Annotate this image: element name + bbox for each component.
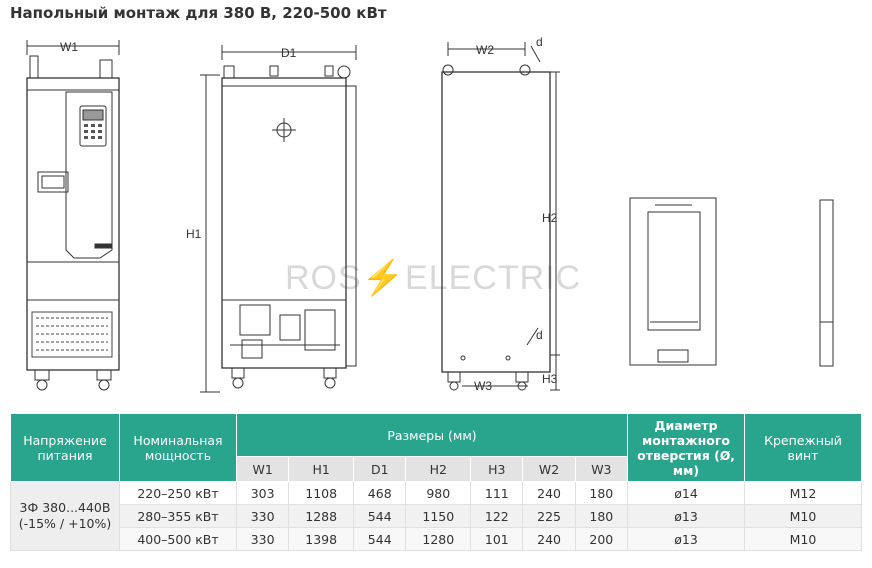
sub-header: H1: [288, 456, 355, 482]
dim-h1: H1: [186, 227, 202, 241]
table-cell: 225: [522, 504, 576, 528]
header-diameter: Диаметр монтажного отверстия (Ø, мм): [627, 413, 745, 482]
technical-drawings: W1 D1 H1 W2 d H2 d H3 W3: [26, 35, 834, 393]
header-supply: Напряжение питания: [10, 413, 120, 482]
table-row: 3Ф 380...440В(-15% / +10%) 220–250 кВт 3…: [10, 481, 862, 551]
page-title: Напольный монтаж для 380 В, 220-500 кВт: [10, 4, 387, 22]
table-cell: 200: [574, 527, 629, 551]
table-cell: 468: [353, 481, 407, 505]
table-cell: 330: [235, 527, 290, 551]
table-cell: 303: [235, 481, 290, 505]
sub-header: H2: [405, 456, 472, 482]
table-cell: ø13: [627, 504, 745, 528]
table-cell: 180: [574, 504, 629, 528]
table-cell: ø14: [627, 481, 745, 505]
sub-header: W3: [574, 456, 629, 482]
table-cell: 1288: [288, 504, 355, 528]
table-cell: 330: [235, 504, 290, 528]
table-cell: M12: [744, 481, 862, 505]
dim-d-top: d: [536, 35, 543, 49]
dimensions-table: Напряжение питания Номинальная мощность …: [10, 413, 862, 551]
table-cell: 101: [470, 527, 524, 551]
dim-w1: W1: [60, 40, 78, 54]
header-screw: Крепежный винт: [744, 413, 862, 482]
table-cell: 1108: [288, 481, 355, 505]
table-cell: 122: [470, 504, 524, 528]
back-view-drawing: [441, 42, 560, 391]
sub-header: W2: [522, 456, 576, 482]
sub-header: D1: [353, 456, 407, 482]
dim-h3: H3: [542, 372, 558, 386]
side-view-drawing: [200, 45, 357, 393]
sub-header: H3: [470, 456, 524, 482]
bracket-front-drawing: [629, 197, 717, 366]
table-cell: 240: [522, 527, 576, 551]
dim-w3: W3: [474, 379, 492, 393]
table-cell: 180: [574, 481, 629, 505]
sub-header: W1: [235, 456, 290, 482]
table-cell: 980: [405, 481, 472, 505]
header-power: Номинальная мощность: [119, 413, 237, 482]
table-cell: 400–500 кВт: [119, 527, 237, 551]
bracket-side-drawing: [819, 199, 834, 367]
dim-d-bottom: d: [536, 328, 543, 342]
dim-d1: D1: [281, 46, 297, 60]
table-row: 280–355 кВт 330 1288 544 1150 122 225 18…: [11, 504, 862, 528]
table-cell: 220–250 кВт: [119, 481, 237, 505]
watermark: ROS⚡ELECTRIC: [285, 259, 582, 297]
table-cell: ø13: [627, 527, 745, 551]
table-cell: 544: [353, 504, 407, 528]
dim-w2: W2: [476, 43, 494, 57]
table-cell: 111: [470, 481, 524, 505]
table-cell: 280–355 кВт: [119, 504, 237, 528]
supply-cell: 3Ф 380...440В(-15% / +10%): [10, 481, 120, 551]
dim-h2: H2: [542, 211, 558, 225]
table-cell: M10: [744, 527, 862, 551]
table-cell: 1150: [405, 504, 472, 528]
table-cell: 240: [522, 481, 576, 505]
table-cell: 1280: [405, 527, 472, 551]
table-cell: M10: [744, 504, 862, 528]
table-cell: 544: [353, 527, 407, 551]
front-view-drawing: [26, 40, 120, 391]
header-sizes: Размеры (мм): [236, 413, 628, 457]
table-row: 400–500 кВт 330 1398 544 1280 101 240 20…: [11, 527, 862, 551]
table-cell: 1398: [288, 527, 355, 551]
